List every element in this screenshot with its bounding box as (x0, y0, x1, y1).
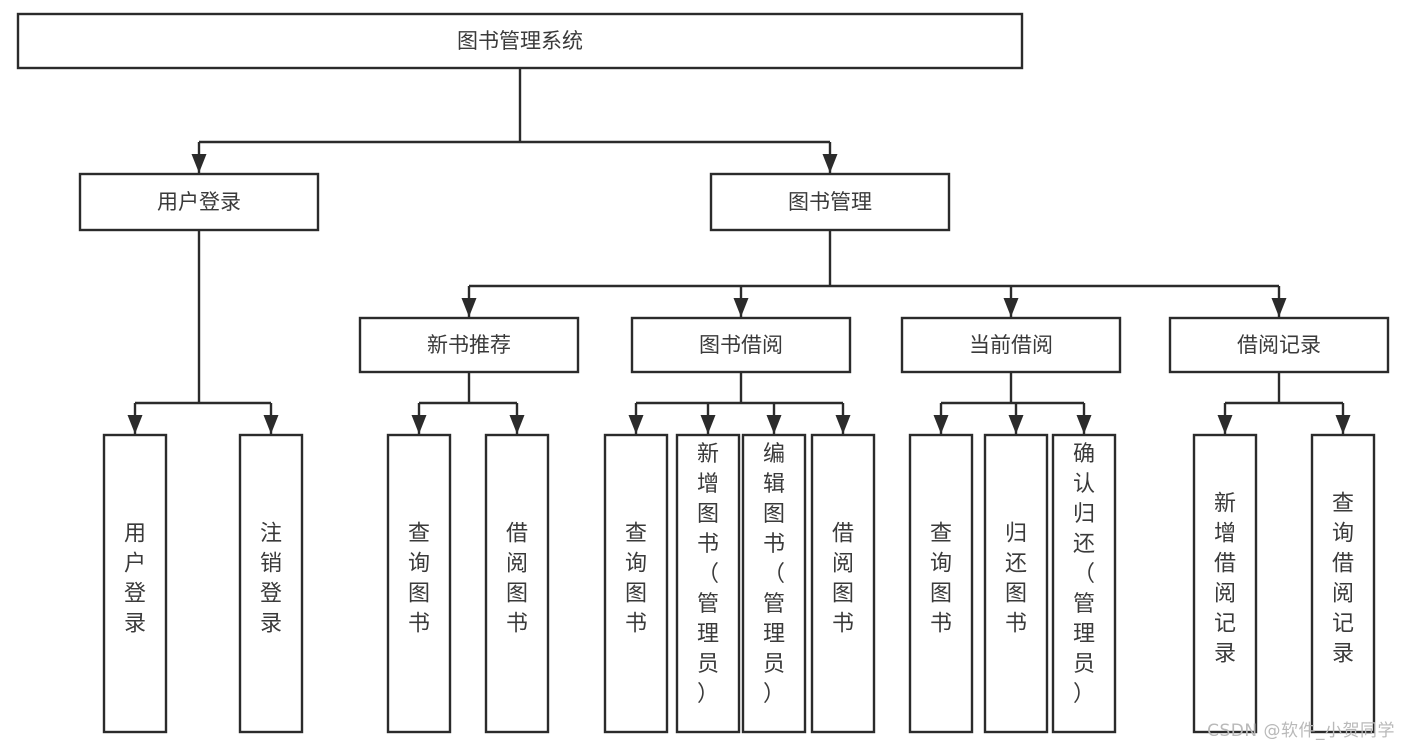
node-label-leaf-query-record: 查询借阅记录 (1332, 492, 1354, 667)
connector-group-new-book-recommend (411, 372, 525, 434)
connector-group-book-borrow (628, 372, 851, 434)
node-leaf-confirm-return[interactable]: 确认归还（管理员） (1051, 433, 1117, 734)
node-label-book-manage: 图书管理 (788, 190, 872, 214)
node-box-leaf-edit-book[interactable] (741, 433, 807, 734)
node-leaf-edit-book[interactable]: 编辑图书（管理员） (741, 433, 807, 734)
node-box-book-manage[interactable] (709, 172, 951, 232)
node-book-borrow[interactable]: 图书借阅 (630, 316, 852, 374)
arrow-head-icon (263, 415, 279, 434)
connector-group-root (191, 68, 838, 173)
node-leaf-return-book[interactable]: 归还图书 (983, 433, 1049, 734)
node-box-leaf-add-record[interactable] (1192, 433, 1258, 734)
arrow-head-icon (700, 415, 716, 434)
node-label-leaf-query-book-3: 查询图书 (930, 522, 952, 637)
node-leaf-borrow-book-2[interactable]: 借阅图书 (810, 433, 876, 734)
node-leaf-add-book[interactable]: 新增图书（管理员） (675, 433, 741, 734)
node-box-leaf-confirm-return[interactable] (1051, 433, 1117, 734)
arrow-head-icon (1003, 298, 1019, 317)
node-label-leaf-add-book: 新增图书（管理员） (697, 442, 719, 707)
node-box-leaf-query-book-1[interactable] (386, 433, 452, 734)
connector-group-user-login (127, 230, 279, 434)
node-box-leaf-borrow-book-1[interactable] (484, 433, 550, 734)
node-label-leaf-query-book-2: 查询图书 (625, 522, 647, 637)
node-leaf-add-record[interactable]: 新增借阅记录 (1192, 433, 1258, 734)
node-book-manage[interactable]: 图书管理 (709, 172, 951, 232)
node-label-leaf-query-book-1: 查询图书 (408, 522, 430, 637)
arrow-head-icon (1008, 415, 1024, 434)
node-box-leaf-user-login[interactable] (102, 433, 168, 734)
node-box-leaf-add-book[interactable] (675, 433, 741, 734)
arrow-head-icon (509, 415, 525, 434)
arrow-head-icon (461, 298, 477, 317)
arrow-head-icon (127, 415, 143, 434)
arrow-head-icon (822, 154, 838, 173)
arrow-head-icon (1076, 415, 1092, 434)
arrow-head-icon (835, 415, 851, 434)
node-label-leaf-borrow-book-2: 借阅图书 (832, 522, 854, 637)
node-borrow-record[interactable]: 借阅记录 (1168, 316, 1390, 374)
node-new-book-recommend[interactable]: 新书推荐 (358, 316, 580, 374)
nodes-layer: 图书管理系统用户登录图书管理新书推荐图书借阅当前借阅借阅记录用户登录注销登录查询… (16, 12, 1390, 734)
node-box-leaf-borrow-book-2[interactable] (810, 433, 876, 734)
node-leaf-query-book-1[interactable]: 查询图书 (386, 433, 452, 734)
connector-group-current-borrow (933, 372, 1092, 434)
arrow-head-icon (733, 298, 749, 317)
node-box-user-login[interactable] (78, 172, 320, 232)
connector-group-book-manage (461, 230, 1287, 317)
arrow-head-icon (191, 154, 207, 173)
node-leaf-user-logout[interactable]: 注销登录 (238, 433, 304, 734)
node-box-book-borrow[interactable] (630, 316, 852, 374)
arrow-head-icon (766, 415, 782, 434)
node-box-leaf-query-book-3[interactable] (908, 433, 974, 734)
watermark-label: CSDN @软件_小贺同学 (1207, 721, 1395, 741)
node-label-leaf-return-book: 归还图书 (1005, 522, 1027, 637)
node-label-borrow-record: 借阅记录 (1237, 333, 1321, 357)
node-user-login[interactable]: 用户登录 (78, 172, 320, 232)
node-box-new-book-recommend[interactable] (358, 316, 580, 374)
node-label-book-borrow: 图书借阅 (699, 333, 783, 357)
arrow-head-icon (1271, 298, 1287, 317)
node-label-user-login: 用户登录 (157, 190, 241, 214)
node-leaf-borrow-book-1[interactable]: 借阅图书 (484, 433, 550, 734)
arrow-head-icon (1335, 415, 1351, 434)
node-label-leaf-edit-book: 编辑图书（管理员） (763, 442, 785, 707)
connectors-layer (127, 68, 1351, 434)
node-label-leaf-confirm-return: 确认归还（管理员） (1073, 442, 1095, 707)
node-box-leaf-query-book-2[interactable] (603, 433, 669, 734)
arrow-head-icon (411, 415, 427, 434)
node-box-current-borrow[interactable] (900, 316, 1122, 374)
node-box-leaf-query-record[interactable] (1310, 433, 1376, 734)
arrow-head-icon (933, 415, 949, 434)
arrow-head-icon (628, 415, 644, 434)
node-label-new-book-recommend: 新书推荐 (427, 333, 511, 357)
node-box-root[interactable] (16, 12, 1024, 70)
node-leaf-query-book-2[interactable]: 查询图书 (603, 433, 669, 734)
node-root[interactable]: 图书管理系统 (16, 12, 1024, 70)
node-label-leaf-borrow-book-1: 借阅图书 (506, 522, 528, 637)
node-box-borrow-record[interactable] (1168, 316, 1390, 374)
node-leaf-user-login[interactable]: 用户登录 (102, 433, 168, 734)
node-label-current-borrow: 当前借阅 (969, 333, 1053, 357)
node-label-leaf-user-logout: 注销登录 (260, 522, 282, 637)
node-current-borrow[interactable]: 当前借阅 (900, 316, 1122, 374)
node-box-leaf-return-book[interactable] (983, 433, 1049, 734)
node-label-root: 图书管理系统 (457, 29, 583, 53)
arrow-head-icon (1217, 415, 1233, 434)
node-label-leaf-user-login: 用户登录 (124, 522, 146, 637)
connector-group-borrow-record (1217, 372, 1351, 434)
node-box-leaf-user-logout[interactable] (238, 433, 304, 734)
node-leaf-query-record[interactable]: 查询借阅记录 (1310, 433, 1376, 734)
node-leaf-query-book-3[interactable]: 查询图书 (908, 433, 974, 734)
node-label-leaf-add-record: 新增借阅记录 (1214, 492, 1236, 667)
